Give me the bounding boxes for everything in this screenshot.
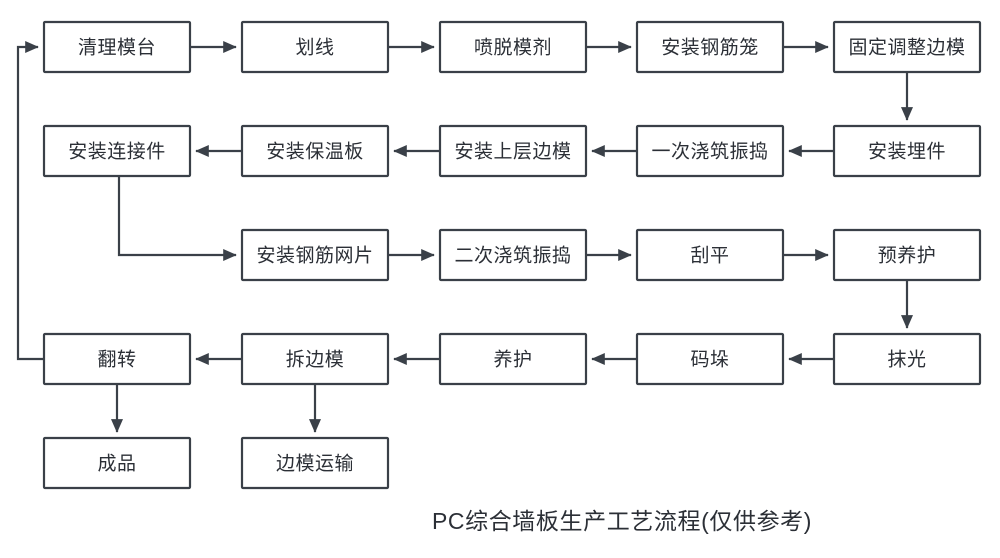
node-qingli-motai[interactable]: 清理模台 <box>42 20 192 74</box>
node-label: 安装连接件 <box>68 141 166 163</box>
node-bianmo-yunshu[interactable]: 边模运输 <box>240 436 390 490</box>
node-yici-jiaozhu-zhendao[interactable]: 一次浇筑振捣 <box>635 124 785 178</box>
node-box[interactable] <box>240 436 390 490</box>
node-guaping[interactable]: 刮平 <box>635 228 785 282</box>
diagram-caption: PC综合墙板生产工艺流程(仅供参考) <box>432 508 812 534</box>
node-label: 刮平 <box>690 245 729 267</box>
edge-layer <box>16 40 914 433</box>
node-box[interactable] <box>240 124 390 178</box>
node-maduo[interactable]: 码垛 <box>635 332 785 386</box>
node-label: 安装钢筋网片 <box>256 245 373 267</box>
node-label: 预养护 <box>878 245 937 267</box>
node-box[interactable] <box>635 124 785 178</box>
node-box[interactable] <box>42 332 192 386</box>
node-label: 码垛 <box>690 349 729 371</box>
node-label: 安装保温板 <box>266 141 364 163</box>
node-box[interactable] <box>240 332 390 386</box>
node-label: 成品 <box>97 453 136 475</box>
node-anzhuang-maijian[interactable]: 安装埋件 <box>832 124 982 178</box>
node-anzhuang-gangjinlong[interactable]: 安装钢筋笼 <box>635 20 785 74</box>
edge-n10-n11 <box>117 176 237 262</box>
node-box[interactable] <box>832 228 982 282</box>
node-label: 拆边模 <box>286 349 345 371</box>
edge-n19-n01-feedback <box>16 40 44 361</box>
node-box[interactable] <box>635 228 785 282</box>
node-label: 二次浇筑振捣 <box>454 245 571 267</box>
node-box[interactable] <box>438 332 588 386</box>
node-anzhuang-baowenban[interactable]: 安装保温板 <box>240 124 390 178</box>
node-guding-tiaozheng-bianmo[interactable]: 固定调整边模 <box>832 20 982 74</box>
node-layer: 清理模台 划线 喷脱模剂 安装钢筋笼 固定调整边模 安装埋件 <box>42 20 982 490</box>
node-label: 抹光 <box>887 349 926 371</box>
node-label: 养护 <box>493 349 532 371</box>
node-box[interactable] <box>240 20 390 74</box>
node-box[interactable] <box>832 20 982 74</box>
node-label: 边模运输 <box>276 453 354 475</box>
node-box[interactable] <box>42 20 192 74</box>
node-box[interactable] <box>42 436 192 490</box>
node-box[interactable] <box>832 332 982 386</box>
node-erci-jiaozhu-zhendao[interactable]: 二次浇筑振捣 <box>438 228 588 282</box>
node-label: 喷脱模剂 <box>474 37 552 59</box>
node-chai-bianmo[interactable]: 拆边模 <box>240 332 390 386</box>
node-label: 翻转 <box>97 349 136 371</box>
node-label: 一次浇筑振捣 <box>651 141 768 163</box>
node-anzhuang-shangceng-bianmo[interactable]: 安装上层边模 <box>438 124 588 178</box>
node-anzhuang-lianjiejian[interactable]: 安装连接件 <box>42 124 192 178</box>
node-label: 划线 <box>295 37 334 59</box>
node-yanghu[interactable]: 养护 <box>438 332 588 386</box>
node-box[interactable] <box>438 124 588 178</box>
node-box[interactable] <box>635 20 785 74</box>
node-huaxian[interactable]: 划线 <box>240 20 390 74</box>
node-box[interactable] <box>635 332 785 386</box>
node-pentuomoji[interactable]: 喷脱模剂 <box>438 20 588 74</box>
node-moguang[interactable]: 抹光 <box>832 332 982 386</box>
node-box[interactable] <box>42 124 192 178</box>
node-fanzhuan[interactable]: 翻转 <box>42 332 192 386</box>
node-label: 清理模台 <box>78 37 156 59</box>
node-box[interactable] <box>832 124 982 178</box>
node-yuyanghu[interactable]: 预养护 <box>832 228 982 282</box>
node-box[interactable] <box>438 228 588 282</box>
node-label: 安装钢筋笼 <box>661 37 759 59</box>
node-label: 安装上层边模 <box>454 141 571 163</box>
node-chengpin[interactable]: 成品 <box>42 436 192 490</box>
node-box[interactable] <box>438 20 588 74</box>
node-label: 安装埋件 <box>868 141 946 163</box>
node-label: 固定调整边模 <box>848 37 965 59</box>
node-anzhuang-gangjin-wangpian[interactable]: 安装钢筋网片 <box>240 228 390 282</box>
node-box[interactable] <box>240 228 390 282</box>
